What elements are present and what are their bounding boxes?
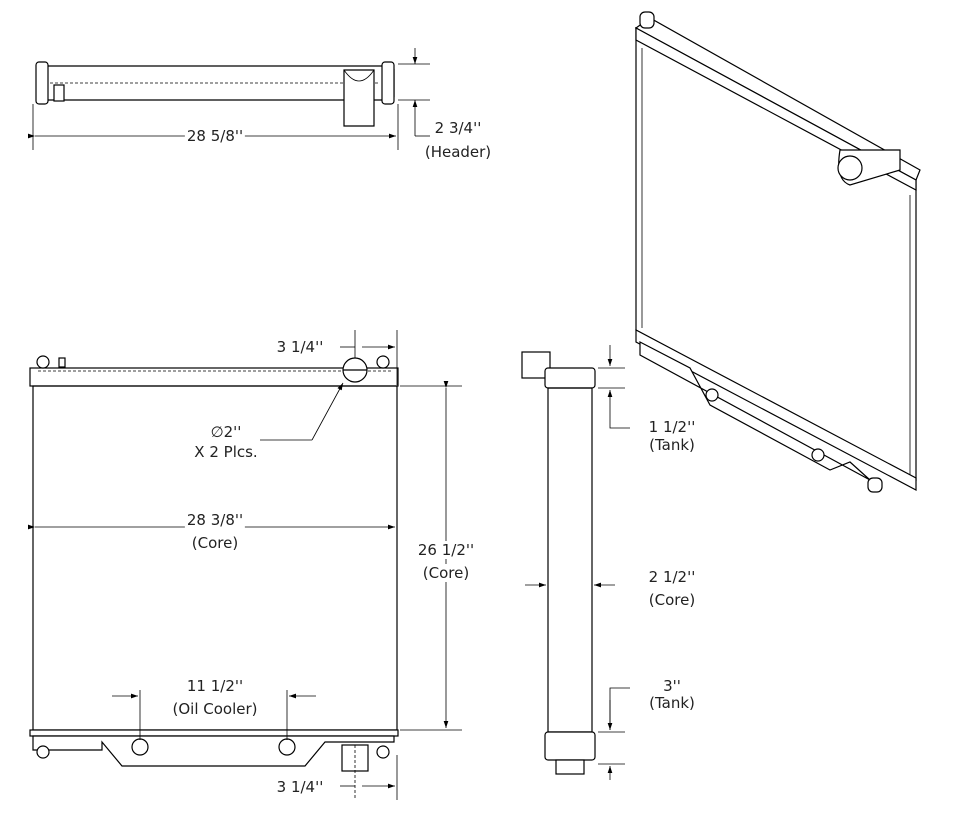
bottom-tank-label: 3'' xyxy=(661,677,683,695)
oil-cooler-spacing-label: 11 1/2'' xyxy=(186,677,244,695)
bottom-tank-note: (Tank) xyxy=(647,694,697,712)
top-tank-note: (Tank) xyxy=(647,436,697,454)
top-tank-label: 1 1/2'' xyxy=(646,418,698,436)
header-note-label: (Header) xyxy=(422,143,494,161)
core-height-label: 26 1/2'' xyxy=(415,541,477,559)
core-height-note: (Core) xyxy=(420,564,472,582)
overall-width-label: 28 5/8'' xyxy=(184,127,246,145)
outlet-offset-top-label: 3 1/4'' xyxy=(274,338,326,356)
iso-view xyxy=(634,11,921,493)
core-width-note: (Core) xyxy=(189,534,241,552)
outlet-offset-bottom-label: 3 1/4'' xyxy=(274,778,326,796)
side-view xyxy=(521,345,630,780)
core-width-label: 28 3/8'' xyxy=(184,511,246,529)
core-depth-label: 2 1/2'' xyxy=(646,568,698,586)
port-diameter-label: ∅2'' xyxy=(208,423,244,441)
top-view xyxy=(27,48,430,150)
port-count-label: X 2 Plcs. xyxy=(192,443,260,461)
oil-cooler-note: (Oil Cooler) xyxy=(170,700,260,718)
core-depth-note: (Core) xyxy=(646,591,698,609)
front-view xyxy=(27,330,462,800)
header-height-label: 2 3/4'' xyxy=(432,119,484,137)
